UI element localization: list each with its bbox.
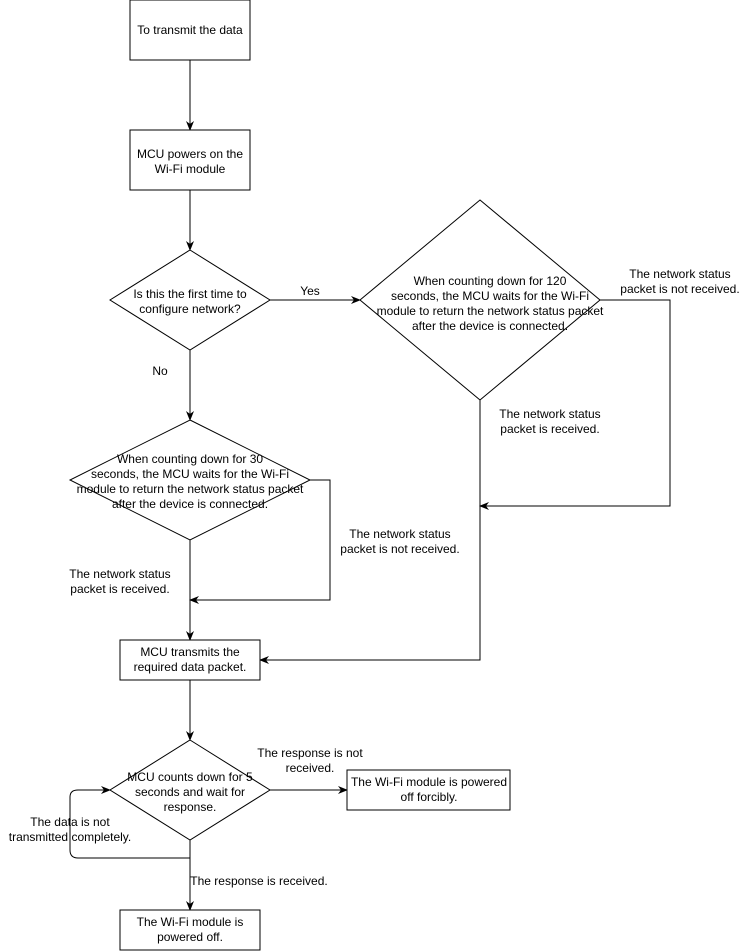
forced-off-label-line: The Wi-Fi module is powered	[351, 775, 507, 789]
transmit-label-line: required data packet.	[134, 660, 247, 674]
received-30-label-line: The network status	[69, 567, 170, 581]
yes-label: Yes	[300, 284, 320, 298]
no-label-line: No	[152, 364, 168, 378]
wait-30-label-line: When counting down for 30	[117, 452, 263, 466]
edge-not-received-30	[189, 479, 331, 604]
edge-not-transmitted-loop	[69, 786, 191, 859]
wait-30-label-line: module to return the network status pack…	[77, 482, 304, 496]
not-received-120-label-line: packet is not received.	[620, 282, 739, 296]
response-not-received-label-line: The response is not	[257, 746, 363, 760]
not-received-30-label-line: The network status	[349, 527, 450, 541]
wait-30-decision	[68, 419, 312, 541]
nodes	[68, 0, 601, 951]
wait-120-decision	[359, 199, 601, 401]
power-on-label-line: Wi-Fi module	[155, 162, 226, 176]
powered-off-box	[119, 909, 261, 951]
no-label: No	[152, 364, 168, 378]
yes-label-line: Yes	[300, 284, 320, 298]
response-not-received-label-line: received.	[286, 761, 335, 775]
not-transmitted-label-line: The data is not	[30, 815, 110, 829]
power-on-label-line: MCU powers on the	[137, 147, 243, 161]
countdown-5-label-line: response.	[164, 800, 217, 814]
edge-not-received-120	[479, 299, 671, 510]
power-on-box	[129, 129, 251, 191]
transmit-label-line: MCU transmits the	[140, 645, 240, 659]
received-120-label-line: The network status	[499, 407, 600, 421]
transmit-box	[119, 639, 261, 681]
first-time-label-line: configure network?	[139, 302, 241, 316]
wait-120-label-line: seconds, the MCU waits for the Wi-Fi	[391, 289, 589, 303]
edges	[69, 60, 671, 911]
countdown-5-label-line: seconds and wait for	[135, 785, 245, 799]
powered-off-label-line: The Wi-Fi module is	[137, 915, 244, 929]
start-box	[129, 0, 251, 61]
countdown-5-label-line: MCU counts down for 5	[127, 770, 253, 784]
response-received-label-line: The response is received.	[190, 874, 327, 888]
received-30-label-line: packet is received.	[70, 582, 169, 596]
response-received-label: The response is received.	[190, 874, 327, 888]
not-transmitted-label-line: transmitted completely.	[9, 830, 132, 844]
wait-120-label-line: after the device is connected.	[412, 319, 568, 333]
wait-30-label-line: after the device is connected.	[112, 497, 268, 511]
edge-received-120	[259, 400, 481, 664]
start-label: To transmit the data	[137, 23, 243, 37]
forced-off-label-line: off forcibly.	[401, 790, 458, 804]
first-time-label-line: Is this the first time to	[133, 287, 247, 301]
powered-off-label-line: powered off.	[157, 930, 223, 944]
wait-30-label-line: seconds, the MCU waits for the Wi-Fi	[91, 467, 289, 481]
countdown-5-decision	[109, 739, 271, 841]
wait-120-label-line: When counting down for 120	[414, 274, 567, 288]
received-120-label-line: packet is received.	[500, 422, 599, 436]
forced-off-box	[346, 769, 511, 811]
first-time-decision	[109, 249, 271, 351]
wait-120-label-line: module to return the network status pack…	[377, 304, 604, 318]
not-received-30-label-line: packet is not received.	[340, 542, 459, 556]
not-received-120-label-line: The network status	[629, 267, 730, 281]
start-label-line: To transmit the data	[137, 23, 243, 37]
